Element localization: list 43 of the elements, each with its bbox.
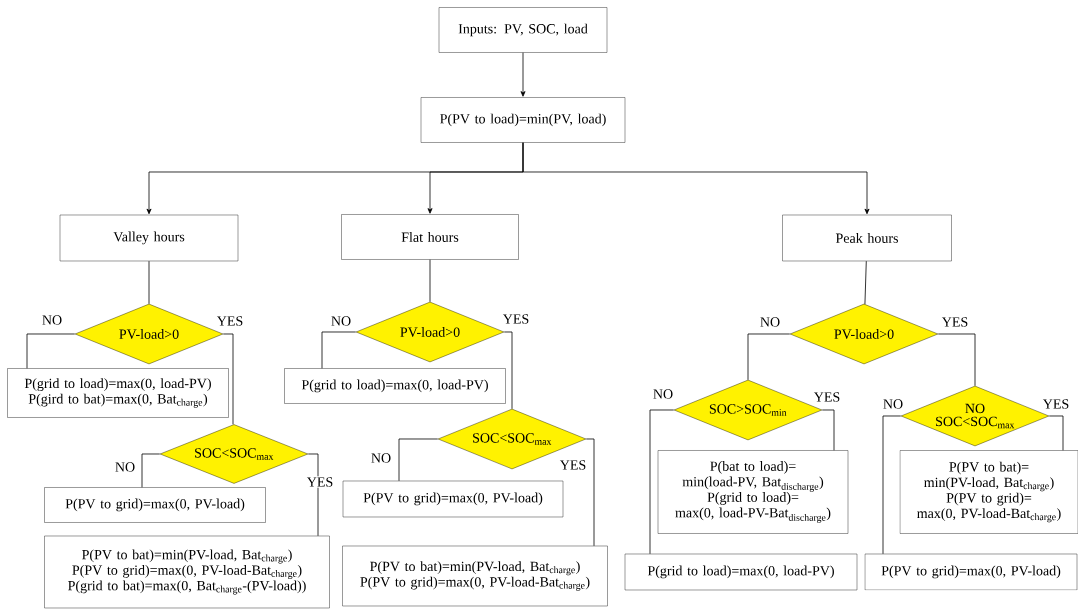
process-box: Flat hours [341, 214, 519, 260]
connector [882, 415, 902, 555]
process-box: Peak hours [782, 214, 952, 262]
process-box: P(PV to bat)=min(PV-load, Bat$_{charge}$) P(PV to grid)=max(0, PV-load-Bat$_{charge}$) P(grid to bat)=max(0, Bat$_{charge}$-(PV-load)) [44, 535, 330, 609]
process-box: P(PV to grid)=max(0, PV-load) [864, 553, 1078, 591]
connector [937, 333, 976, 387]
edge-label: NO [651, 388, 675, 400]
edge-label: NO [40, 314, 64, 326]
edge-label: NO [369, 452, 393, 464]
edge-label: YES [305, 476, 335, 488]
connector [222, 333, 234, 425]
connector [503, 331, 513, 410]
process-box: Valley hours [59, 214, 239, 262]
edge-label: NO [329, 315, 353, 327]
connector [148, 260, 150, 305]
connector [747, 333, 791, 381]
process-box: P(PV to bat)= min(PV-load, Bat$_{charge}$) P(PV to grid)= max(0, PV-load-Bat$_{charge}$) [899, 450, 1078, 534]
process-box: P(grid to load)=max(0, load-PV) [624, 553, 858, 591]
connector [1048, 415, 1064, 451]
edge-label: YES [940, 316, 970, 328]
connector [520, 52, 526, 97]
process-box: P(PV to load)=min(PV, load) [420, 97, 626, 143]
connector [398, 438, 439, 482]
connector [522, 142, 870, 215]
connector [307, 453, 319, 537]
connector [321, 331, 357, 369]
process-box: P(PV to grid)=max(0, PV-load) [342, 480, 564, 518]
process-box: P(grid to load)=max(0, load-PV) P(gird to bat)=max(0, Bat$_{charge}$) [7, 368, 229, 418]
process-box: P(bat to load)= $\text{min(load-PV, Bat}_{\text{discharge}}\text{)}$ P(grid to load)= $\text{max(0, load-PV-Bat}_{\text{discharge}}\text{)}$ [657, 450, 849, 534]
edge-label: YES [558, 459, 588, 471]
process-box: Inputs: PV, SOC, load [438, 7, 608, 53]
process-box: P(grid to load)=max(0, load-PV) [284, 368, 506, 404]
connector [429, 259, 431, 303]
connector [26, 333, 76, 369]
edge-label: NO [758, 316, 782, 328]
edge-label: NO [113, 461, 137, 473]
process-box: P(PV to grid)=max(0, PV-load) [44, 487, 266, 523]
connector [821, 409, 835, 451]
connector [649, 409, 675, 555]
connector [141, 453, 161, 488]
connector [585, 438, 595, 547]
process-box: P(PV to bat)=min(PV-load, Bat$_{charge}$) P(PV to grid)=max(0, PV-load-Bat$_{charge}$) [342, 545, 608, 607]
connector [864, 260, 867, 305]
